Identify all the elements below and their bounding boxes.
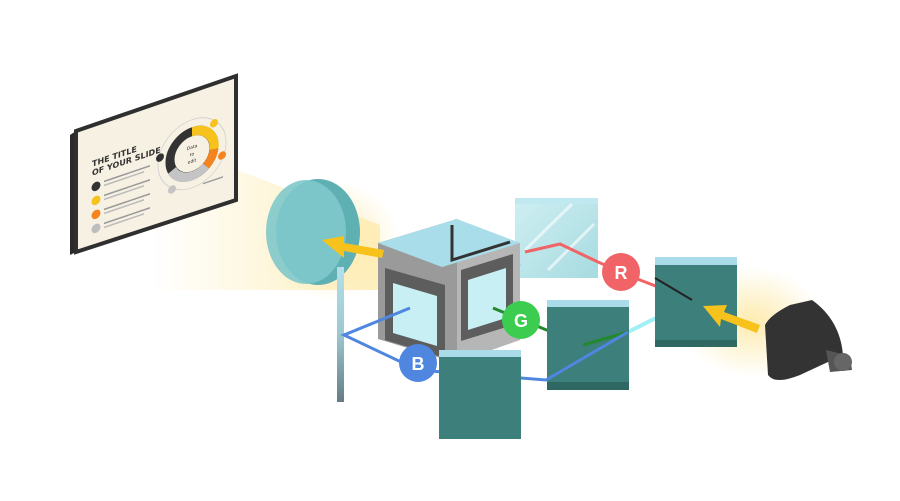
label-b: B bbox=[399, 344, 437, 382]
donut-chart-grey bbox=[167, 163, 209, 183]
donut-icon-left bbox=[156, 153, 164, 162]
donut-center-line2: to bbox=[190, 151, 195, 158]
slide-bullet-icon-3 bbox=[91, 209, 101, 220]
label-r: R bbox=[602, 253, 640, 291]
green-beam-extension bbox=[582, 330, 629, 347]
donut-icon-right bbox=[218, 151, 226, 160]
lens-arrow bbox=[322, 236, 384, 258]
donut-outer-ring bbox=[157, 117, 227, 191]
lamp-icon bbox=[765, 300, 852, 380]
donut-center-line3: edit bbox=[188, 157, 197, 166]
right-teal-panel bbox=[655, 257, 737, 347]
prism-cube-icon bbox=[378, 219, 522, 363]
donut-chart-yellow bbox=[191, 125, 219, 151]
label-r-text: R bbox=[615, 263, 628, 283]
lens-icon bbox=[266, 179, 360, 285]
donut-icon-top bbox=[210, 119, 218, 128]
donut-icon-bottom bbox=[168, 185, 176, 194]
label-b-text: B bbox=[412, 354, 425, 374]
left-rod bbox=[337, 267, 344, 402]
top-glass-panel bbox=[515, 198, 598, 278]
slide-bullet-icon-4 bbox=[91, 223, 101, 234]
slide-bullet-icon-2 bbox=[91, 195, 101, 206]
donut-chart-orange bbox=[202, 148, 219, 169]
slide-bullet-icon-1 bbox=[91, 181, 101, 192]
donut-center-line1: Data bbox=[187, 143, 198, 153]
label-g: G bbox=[502, 301, 540, 339]
label-g-text: G bbox=[514, 311, 528, 331]
lamp-arrow bbox=[703, 305, 760, 333]
front-teal-panel bbox=[439, 350, 521, 439]
projection-screen: THE TITLE OF YOUR SLIDE Data to edit bbox=[70, 73, 238, 255]
